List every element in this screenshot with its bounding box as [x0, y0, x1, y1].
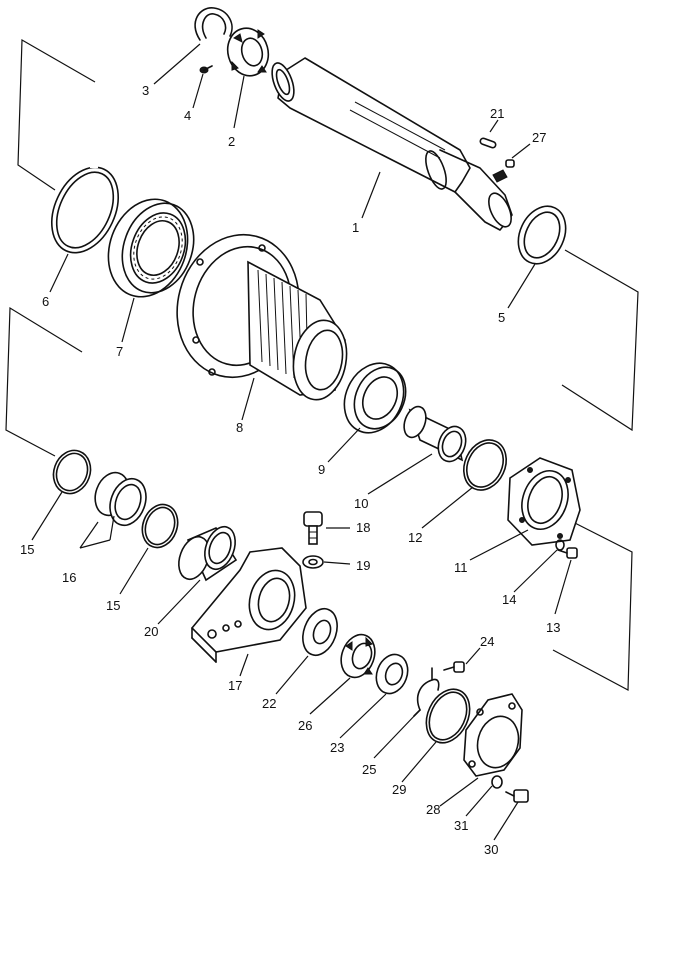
callout-20: 20: [144, 624, 158, 639]
callout-25: 25: [362, 762, 376, 777]
callout-12: 12: [408, 530, 422, 545]
callout-10: 10: [354, 496, 368, 511]
lock-plate-part-25: [413, 667, 440, 717]
bearing-part-9: [343, 362, 407, 434]
snap-ring-part-3: [194, 7, 233, 41]
callout-19: 19: [356, 558, 370, 573]
retaining-ring-part-6: [51, 162, 119, 254]
lock-nut-part-2: [226, 27, 270, 77]
shaft-part: [271, 57, 513, 231]
callout-18: 18: [356, 520, 370, 535]
callout-24: 24: [480, 634, 494, 649]
o-ring-part-12: [463, 439, 507, 491]
key-part-21: [479, 137, 497, 149]
callout-15-upper: 15: [20, 542, 34, 557]
nut-part-26: [340, 633, 376, 679]
pin-part-27: [505, 159, 515, 168]
bearing-part-7: [107, 198, 195, 298]
callout-16: 16: [62, 570, 76, 585]
retainer-part-11: [507, 457, 581, 546]
sleeve-part-10: [403, 405, 467, 463]
callout-21: 21: [490, 106, 504, 121]
screw-part-24: [443, 661, 465, 673]
callout-11: 11: [454, 560, 468, 575]
o-ring-part-29: [425, 688, 471, 744]
callout-9: 9: [318, 462, 325, 477]
callout-1: 1: [352, 220, 359, 235]
bolt-part-30: [505, 789, 529, 803]
hub-part-8: [176, 233, 348, 401]
washer-part-14: [555, 539, 565, 551]
callout-17: 17: [228, 678, 242, 693]
lock-washer-part-23: [375, 653, 409, 695]
callout-29: 29: [392, 782, 406, 797]
callout-22: 22: [262, 696, 276, 711]
callout-5: 5: [498, 310, 505, 325]
callout-26: 26: [298, 718, 312, 733]
o-ring-part-15-lower: [141, 503, 179, 549]
callout-13: 13: [546, 620, 560, 635]
callout-30: 30: [484, 842, 498, 857]
washer-part-31: [491, 775, 503, 789]
washer-part-19: [302, 555, 324, 569]
callout-7: 7: [116, 344, 123, 359]
group-bracket-lines: [5, 38, 639, 691]
housing-part-17: [190, 547, 307, 663]
callout-27: 27: [532, 130, 546, 145]
callout-2: 2: [228, 134, 235, 149]
washer-part-22: [302, 607, 338, 657]
bushing-part-20: [178, 525, 238, 582]
o-ring-part-15-upper: [52, 449, 92, 495]
ring-part-5: [517, 205, 567, 265]
callout-31: 31: [454, 818, 468, 833]
callout-6: 6: [42, 294, 49, 309]
callout-leaders: [31, 43, 572, 841]
screw-part-4: [199, 65, 213, 74]
callout-14: 14: [502, 592, 516, 607]
callout-15-lower: 15: [106, 598, 120, 613]
callout-28: 28: [426, 802, 440, 817]
cover-part-28: [463, 693, 523, 777]
bolt-part-13: [557, 547, 578, 559]
callout-labels: 1 2 3 4 5 6 7 8 9 10 11 12 13 14 15 16 1…: [20, 83, 560, 857]
callout-23: 23: [330, 740, 344, 755]
callout-8: 8: [236, 420, 243, 435]
bolt-part-18: [303, 511, 323, 545]
callout-3: 3: [142, 83, 149, 98]
seal-part-16: [94, 471, 147, 527]
callout-4: 4: [184, 108, 191, 123]
